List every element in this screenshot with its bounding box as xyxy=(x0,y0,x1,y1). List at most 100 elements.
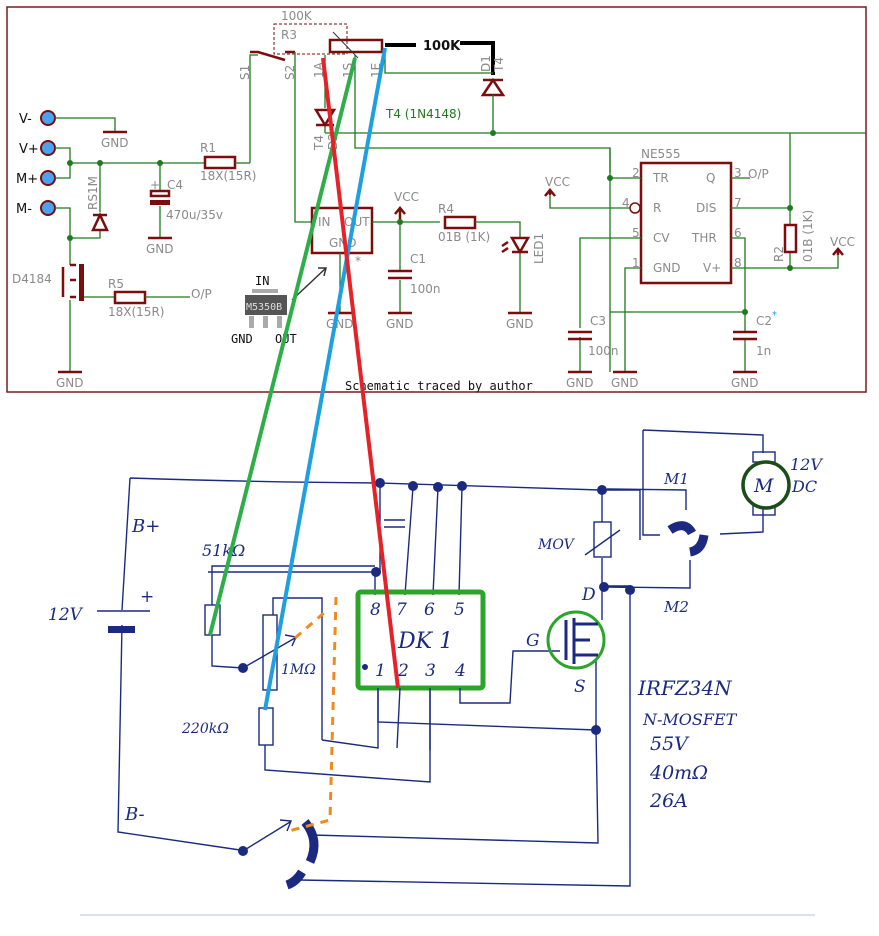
mosfet-irfz34n xyxy=(546,610,606,670)
c4-polarity: + xyxy=(150,178,160,192)
switch-pin-s1: S1 xyxy=(238,65,252,80)
ne555-right-pins: Q DIS THR V+ 3 7 6 8 xyxy=(691,166,742,275)
switch-contact-upper xyxy=(301,819,319,864)
junction-dot xyxy=(67,160,73,166)
capacitor-c4 xyxy=(149,189,171,198)
gnd-label: GND xyxy=(101,136,129,150)
resistor-r2 xyxy=(783,223,798,254)
red-mapping-line xyxy=(321,57,400,689)
motor-symbol: M xyxy=(753,475,774,497)
hand-wire xyxy=(299,490,631,887)
mov-varistor xyxy=(593,521,612,558)
mosfet-spec-voltage: 55V xyxy=(650,733,690,755)
mosfet-label: D4184 xyxy=(12,272,52,286)
ne555-pin-number: 3 xyxy=(734,166,742,180)
gnd-label: GND xyxy=(326,317,354,331)
switch-pin-s2: S2 xyxy=(283,65,297,80)
sot-body xyxy=(245,295,287,315)
mosfet-symbol xyxy=(564,618,598,664)
sot-lead xyxy=(263,316,268,328)
vcc-arrow xyxy=(544,188,556,197)
capacitor-c4-plate xyxy=(150,200,170,205)
diode-note: T4 (1N4148) xyxy=(385,107,461,121)
mosfet-gate xyxy=(79,264,84,301)
wire xyxy=(55,117,116,131)
resistor-r4 xyxy=(443,215,477,230)
r5-value: 18X(15R) xyxy=(108,305,164,319)
c2-mark: * xyxy=(772,310,777,321)
hand-wire xyxy=(264,686,431,783)
junction-dot xyxy=(375,478,385,488)
ne555-output-label: O/P xyxy=(748,167,769,181)
wire xyxy=(294,52,312,223)
d2-ref: T4 xyxy=(312,135,326,151)
capacitor-c2 xyxy=(733,330,757,341)
gnd-label: GND xyxy=(146,242,174,256)
terminal-v-minus xyxy=(40,110,56,126)
resistor-51k-label: 51kΩ xyxy=(202,541,245,560)
r3-value-label: 100K xyxy=(281,9,313,23)
ic-pin-8: 8 xyxy=(370,600,381,620)
terminal-label: V- xyxy=(19,112,32,127)
motor-type: DC xyxy=(791,477,817,496)
ic-pin-2: 2 xyxy=(397,661,409,681)
gnd-label: GND xyxy=(611,376,639,390)
mov-label: MOV xyxy=(537,537,576,553)
sot-marking: M5350B xyxy=(246,302,282,313)
resistor-r5 xyxy=(113,290,147,305)
sot-pin-gnd: GND xyxy=(231,332,253,346)
terminal-m-plus xyxy=(40,170,56,186)
ic-pin-4: 4 xyxy=(454,661,466,681)
sot-tab xyxy=(252,289,278,293)
mosfet-pin-s: S xyxy=(574,677,586,697)
c1-value: 100n xyxy=(410,282,441,296)
regulator-mark: * xyxy=(355,254,361,268)
terminal-v-plus xyxy=(40,140,56,156)
mosfet-spec-current: 26A xyxy=(649,790,688,812)
wire xyxy=(55,54,258,179)
motor-voltage: 12V xyxy=(790,455,823,474)
switch-contact-m2 xyxy=(688,534,709,557)
junction-dot xyxy=(457,481,467,491)
ne555-pin-number: 7 xyxy=(734,196,742,210)
ne555-pin-label: TR xyxy=(652,171,669,185)
switch-s1-s2 xyxy=(250,50,295,62)
ne555-pin-label: Q xyxy=(706,171,715,185)
gnd-label: GND xyxy=(731,376,759,390)
blue-mapping-line xyxy=(263,47,387,711)
ne555-left-pins: TR R CV GND 2 4 5 1 xyxy=(622,166,681,275)
junction-dot xyxy=(591,725,601,735)
ne555-pin-label: R xyxy=(653,201,661,215)
c4-name: C4 xyxy=(167,178,183,192)
pot-1m-label: 1MΩ xyxy=(281,662,316,678)
r5-name: R5 xyxy=(108,277,124,291)
rail-b-minus: B- xyxy=(124,804,145,825)
motor-icon xyxy=(741,460,791,510)
junction-dot xyxy=(607,175,613,181)
r3-name: R3 xyxy=(281,28,297,42)
resistor-220k-label: 220kΩ xyxy=(181,721,229,737)
gnd-label: GND xyxy=(566,376,594,390)
ic-pin-6: 6 xyxy=(424,600,435,620)
green-mapping-line xyxy=(208,57,357,636)
mosfet-spec-type: N-MOSFET xyxy=(642,710,738,729)
sot-lead xyxy=(277,316,282,328)
switch-contact-m1 xyxy=(667,521,696,536)
junction-dot xyxy=(433,482,443,492)
ne555-pin-label: THR xyxy=(691,231,717,245)
led-label: LED1 xyxy=(532,233,546,264)
d1-name: D1 xyxy=(479,55,493,72)
ic-dk1 xyxy=(355,589,486,691)
ic-pin-3: 3 xyxy=(425,661,436,681)
r1-name: R1 xyxy=(200,141,216,155)
vcc-label: VCC xyxy=(545,175,570,189)
junction-dot xyxy=(787,205,793,211)
terminal-block: V- V+ M+ M- xyxy=(16,110,56,217)
gnd-label: GND xyxy=(506,317,534,331)
output-label: O/P xyxy=(191,287,212,301)
wire xyxy=(384,55,493,74)
terminal-label: V+ xyxy=(19,142,39,157)
hand-wire xyxy=(208,483,463,596)
regulator-pin-in: IN xyxy=(318,215,331,229)
